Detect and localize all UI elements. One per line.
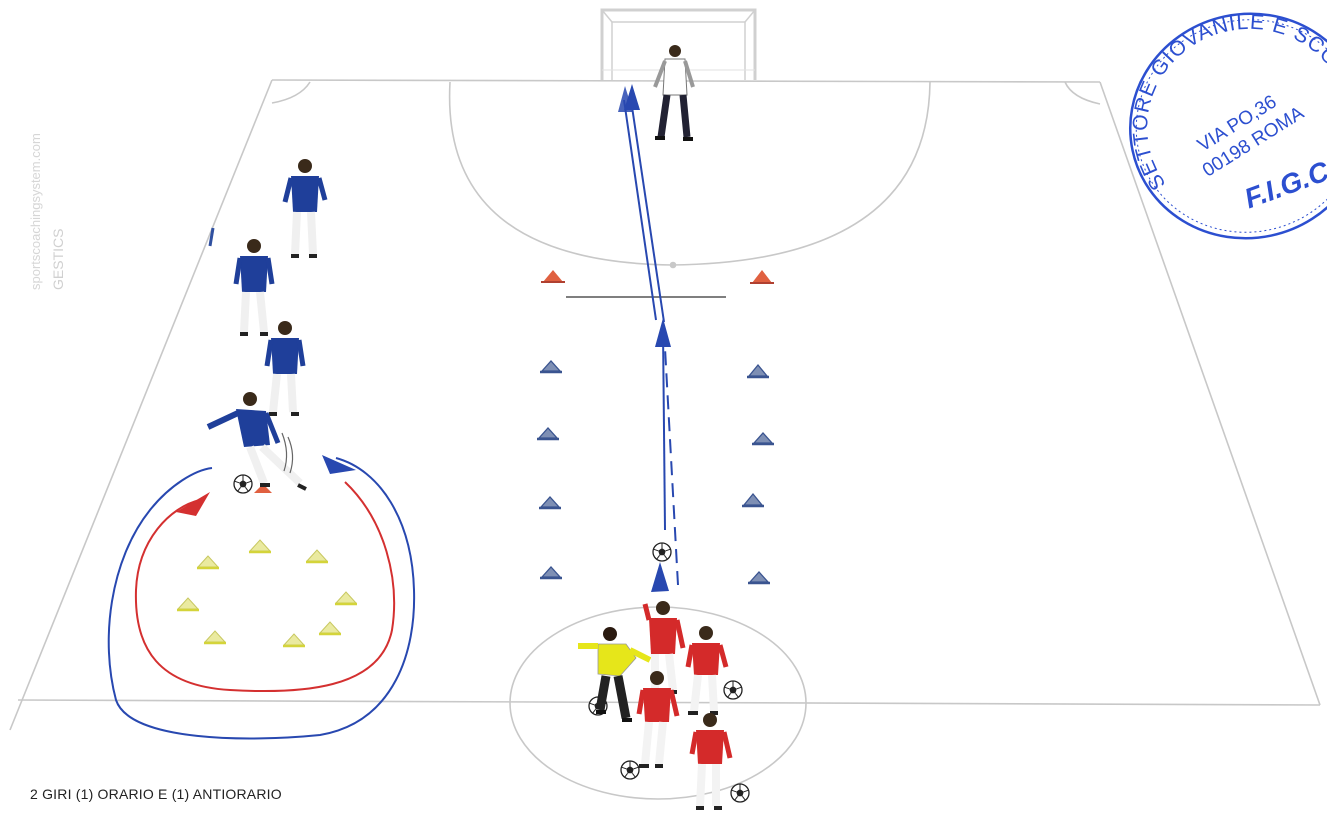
cone-icon <box>204 631 226 643</box>
corner-arc-left <box>272 82 310 103</box>
cone-icon <box>283 634 305 646</box>
svg-text:F.I.G.C.: F.I.G.C. <box>1240 153 1327 215</box>
cone-icon <box>752 433 774 444</box>
clockwise-path <box>109 458 414 738</box>
watermark-brand: GESTICS <box>50 150 68 290</box>
cone-icon <box>747 365 769 377</box>
soccer-ball-icon <box>731 784 749 802</box>
soccer-ball-icon <box>234 475 252 493</box>
cone-icon <box>177 598 199 610</box>
cone-icon <box>197 556 219 568</box>
player-blue <box>236 239 272 334</box>
cone-icon <box>540 361 562 372</box>
drill-caption: 2 GIRI (1) ORARIO E (1) ANTIORARIO <box>30 786 282 802</box>
cone-icon <box>249 540 271 552</box>
cone-icon <box>306 550 328 562</box>
cone-icon <box>319 622 341 634</box>
shot-arrows <box>624 100 678 585</box>
player-blue <box>285 159 325 256</box>
soccer-ball-icon <box>724 681 742 699</box>
cone-icon <box>742 494 764 506</box>
corner-arc-right <box>1065 82 1100 104</box>
cone-icon <box>748 572 770 583</box>
dribbling-cones <box>177 540 357 646</box>
cone-icon <box>539 497 561 508</box>
cone-icon <box>335 592 357 604</box>
cone-icon <box>540 567 562 578</box>
goalkeeper <box>655 45 693 139</box>
watermark-site: sportscoachingsystem.com <box>28 30 48 290</box>
player-red <box>692 713 730 808</box>
cone-icon <box>750 270 774 283</box>
player-blue <box>267 321 303 414</box>
soccer-ball-icon <box>621 761 639 779</box>
soccer-ball-icon <box>653 543 671 561</box>
cone-icon <box>541 270 565 282</box>
player-red <box>688 626 726 713</box>
penalty-area-arc <box>450 82 930 265</box>
counterclockwise-path <box>136 482 394 691</box>
arrow-icon <box>176 492 210 516</box>
figc-stamp: SETTORE GIOVANILE E SCOLASTICO VIA PO,36… <box>1107 0 1327 260</box>
cone-icon <box>537 428 559 439</box>
arrow-icon <box>624 100 656 320</box>
